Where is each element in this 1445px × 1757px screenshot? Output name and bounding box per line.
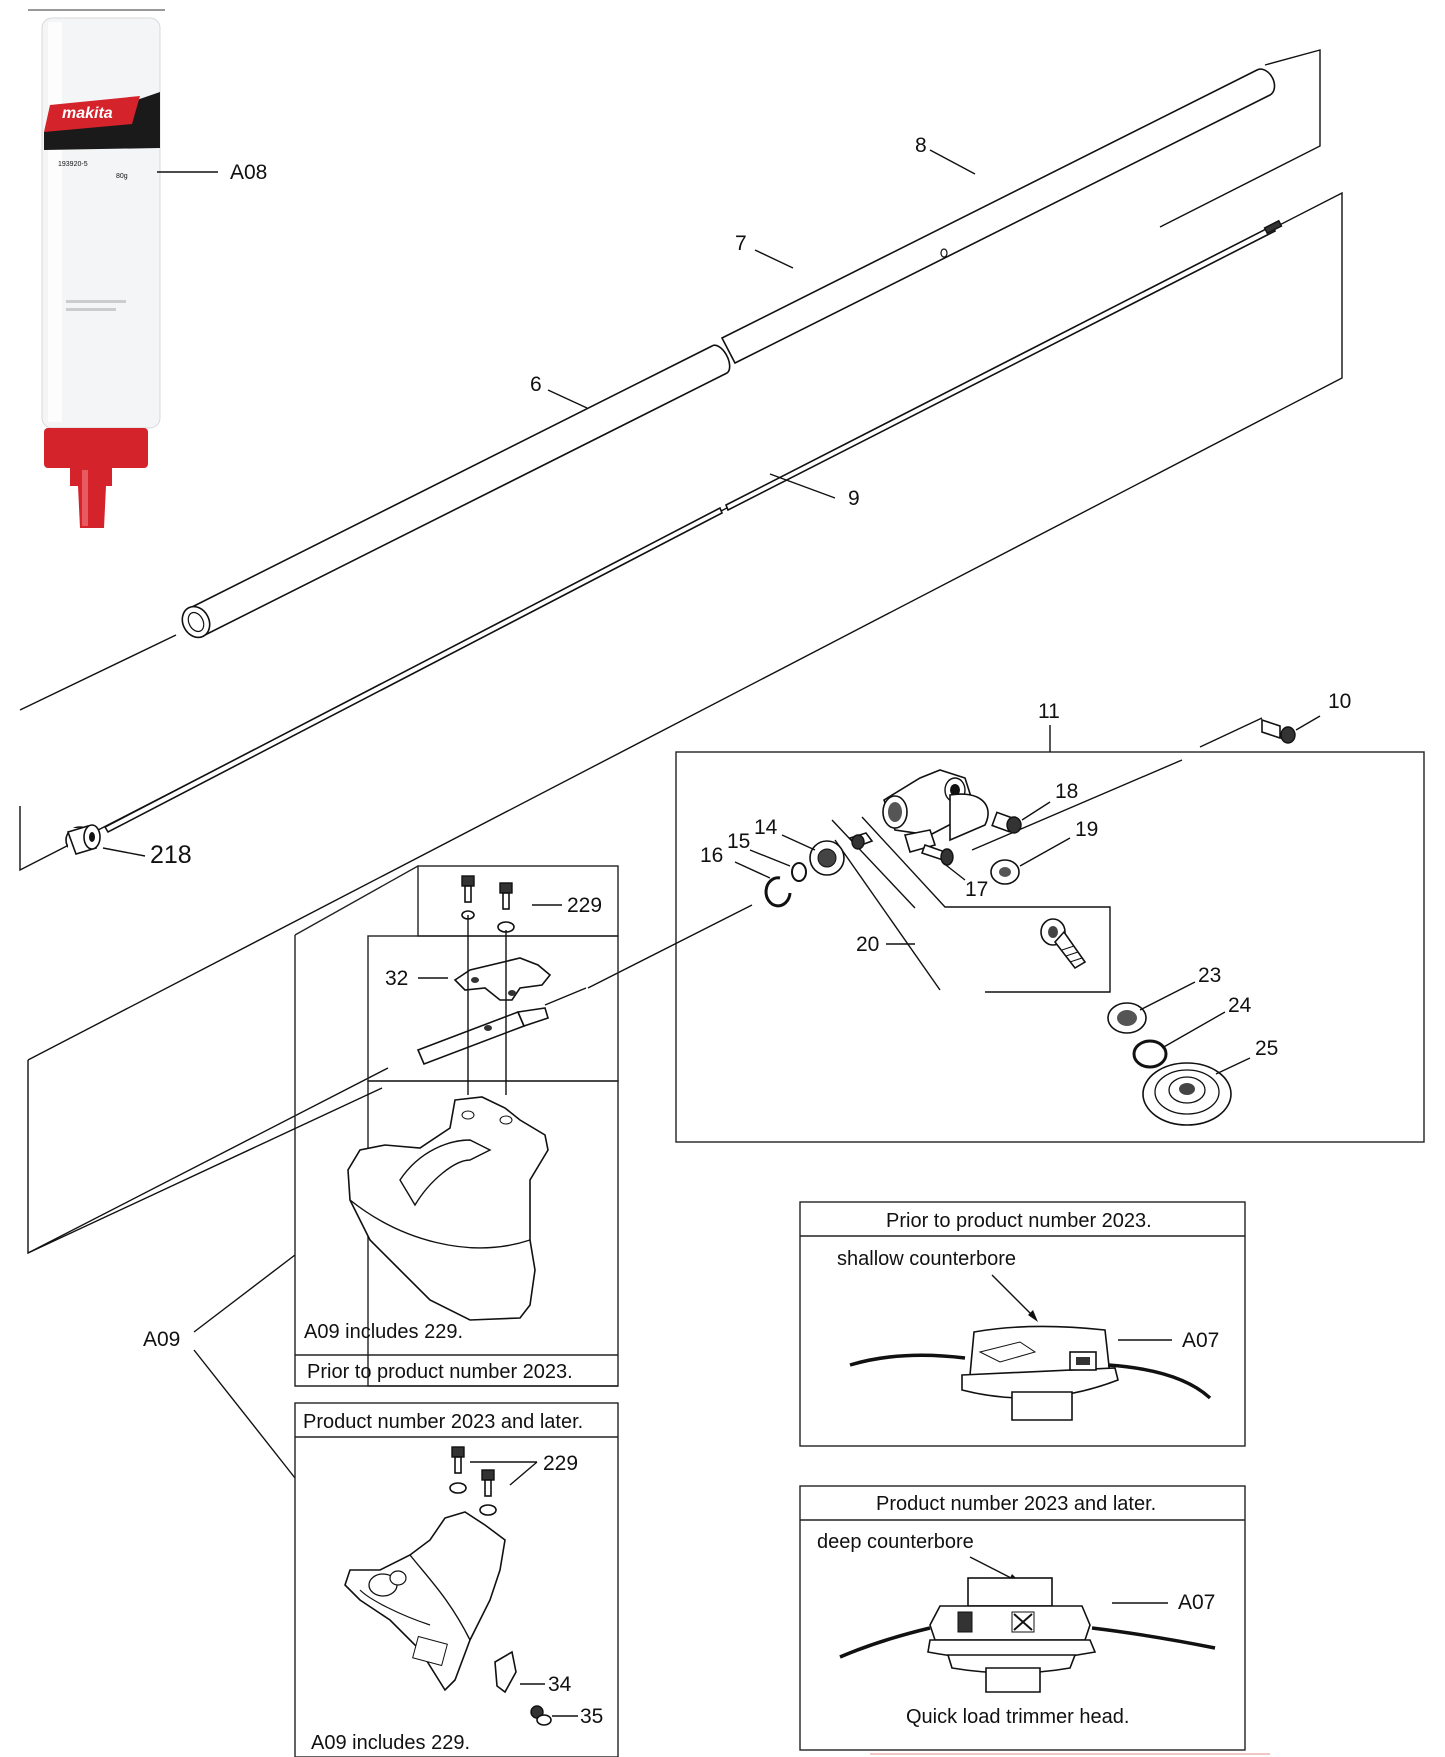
grease-brand: makita bbox=[62, 105, 113, 122]
shaft-tube-assembly: 8 7 6 bbox=[19, 49, 1321, 711]
guard-2023-later: Product number 2023 and later. 229 34 35… bbox=[294, 1402, 619, 1757]
makita-logo-band bbox=[44, 96, 140, 132]
guard-prior-2023: 229 32 A09 includes 229. Prior to produc… bbox=[27, 865, 619, 1387]
head-old-header: Prior to product number 2023. bbox=[886, 1210, 1152, 1232]
label-part-11: 11 bbox=[1038, 700, 1060, 723]
head-new-caption: Quick load trimmer head. bbox=[906, 1706, 1129, 1728]
label-part-7: 7 bbox=[735, 232, 747, 255]
guard-new-header: Product number 2023 and later. bbox=[303, 1411, 583, 1433]
label-part-17: 17 bbox=[965, 878, 988, 901]
a09-callout: A09 bbox=[143, 1254, 296, 1479]
guard-old-header: Prior to product number 2023. bbox=[307, 1361, 573, 1383]
label-part-24: 24 bbox=[1228, 994, 1252, 1017]
label-part-6: 6 bbox=[530, 373, 542, 396]
label-part-16: 16 bbox=[700, 844, 723, 867]
label-part-9: 9 bbox=[848, 487, 860, 510]
label-part-34: 34 bbox=[548, 1673, 572, 1696]
label-part-19: 19 bbox=[1075, 818, 1098, 841]
label-part-14: 14 bbox=[754, 816, 778, 839]
head-new-label: deep counterbore bbox=[817, 1531, 974, 1553]
label-part-15: 15 bbox=[727, 830, 750, 853]
label-part-10: 10 bbox=[1328, 690, 1351, 713]
label-part-18: 18 bbox=[1055, 780, 1078, 803]
label-part-20: 20 bbox=[856, 933, 879, 956]
label-part-25: 25 bbox=[1255, 1037, 1278, 1060]
label-part-8: 8 bbox=[915, 134, 927, 157]
label-part-32: 32 bbox=[385, 967, 408, 990]
drive-shaft-assembly: 9 218 bbox=[19, 191, 1343, 1255]
grease-tube-a08: makita 193920-5 80g A08 bbox=[28, 9, 267, 528]
label-a07-old: A07 bbox=[1182, 1329, 1219, 1352]
grease-weight: 80g bbox=[116, 173, 128, 180]
label-part-35: 35 bbox=[580, 1705, 603, 1728]
label-part-23: 23 bbox=[1198, 964, 1221, 987]
label-a09: A09 bbox=[143, 1328, 180, 1351]
gear-head-assembly: 11 10 18 19 17 bbox=[587, 690, 1425, 1143]
label-part-229-old: 229 bbox=[567, 894, 602, 917]
trimmer-head-2023-later: Product number 2023 and later. deep coun… bbox=[799, 1485, 1246, 1751]
guard-new-note: A09 includes 229. bbox=[311, 1732, 470, 1754]
head-old-label: shallow counterbore bbox=[837, 1248, 1016, 1270]
label-part-229-new: 229 bbox=[543, 1452, 578, 1475]
grease-part-number: 193920-5 bbox=[58, 161, 88, 168]
head-new-header: Product number 2023 and later. bbox=[876, 1493, 1156, 1515]
label-a07-new: A07 bbox=[1178, 1591, 1215, 1614]
label-part-218: 218 bbox=[150, 841, 192, 869]
guard-old-note: A09 includes 229. bbox=[304, 1321, 463, 1343]
label-a08: A08 bbox=[230, 161, 267, 184]
trimmer-head-prior-2023: Prior to product number 2023. shallow co… bbox=[799, 1201, 1246, 1447]
